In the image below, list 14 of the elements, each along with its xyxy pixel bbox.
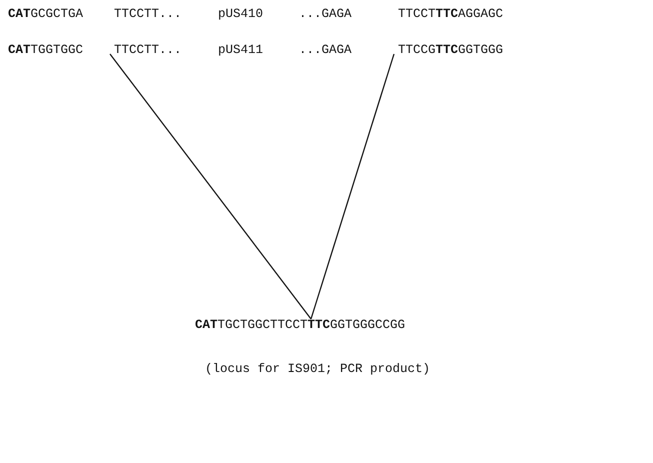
sequence-text: ...GAGA [299,7,352,22]
sequence-text: TTCCTT... [114,7,182,22]
sequence-text: ...GAGA [299,43,352,58]
sequence-text: CATTGGTGGC [8,43,84,58]
connector-line [310,54,395,320]
connector-line [110,54,312,320]
sequence-text: TTCCTTTCAGGAGC [398,7,504,22]
sequence-text: TTCCGTTCGGTGGG [398,43,504,58]
sequence-text: CATTGCTGGCTTCCTTTCGGTGGGCCGG [195,318,406,333]
caption: (locus for IS901; PCR product) [205,362,430,377]
plasmid-label: pUS411 [218,43,264,58]
sequence-text: CATGCGCTGA [8,7,84,22]
plasmid-label: pUS410 [218,7,264,22]
sequence-text: TTCCTT... [114,43,182,58]
